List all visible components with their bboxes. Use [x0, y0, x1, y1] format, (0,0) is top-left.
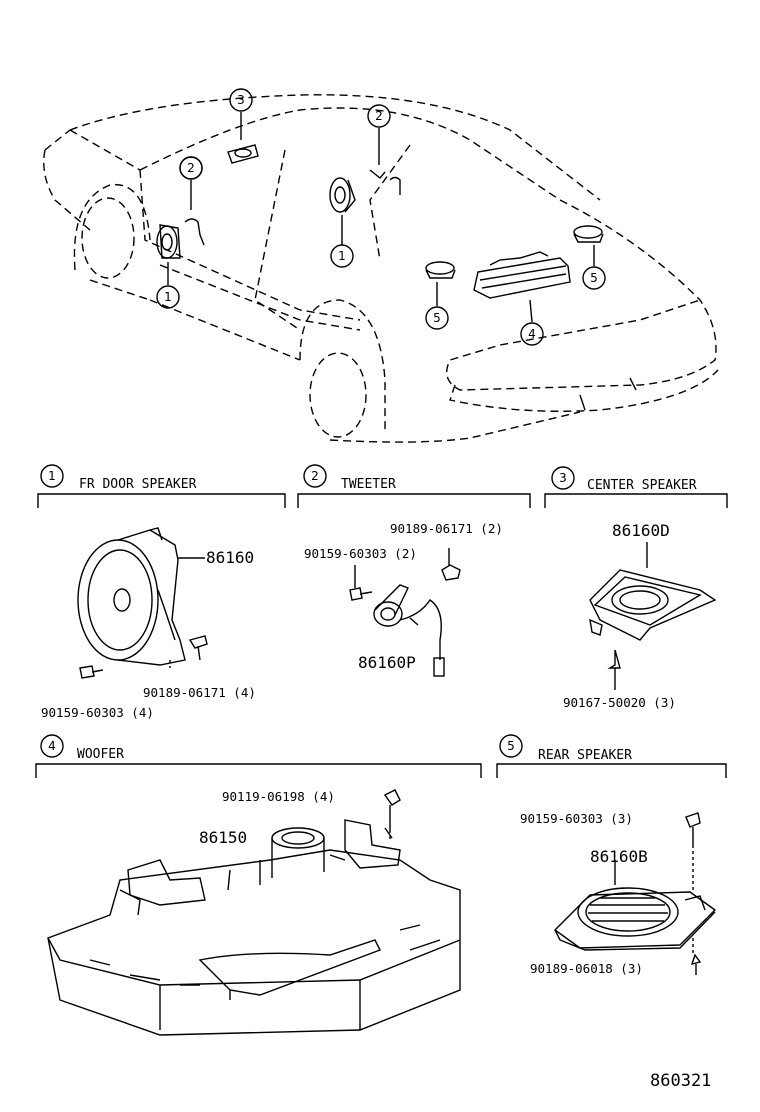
part-86160: 86160 — [206, 548, 254, 567]
woofer-drawing — [47, 789, 461, 1036]
tweeter-drawing — [349, 548, 461, 677]
part-90159-60303-2: 90159-60303 (2) — [304, 546, 417, 561]
section-1-number: 1 — [48, 469, 56, 483]
callout-5-right: 5 — [590, 271, 598, 285]
car-callouts — [156, 88, 606, 346]
section-headers — [35, 464, 728, 778]
part-90119-06198-4: 90119-06198 (4) — [222, 789, 335, 804]
part-86150: 86150 — [199, 828, 247, 847]
part-90189-06171-4: 90189-06171 (4) — [143, 685, 256, 700]
callout-5-left: 5 — [433, 311, 441, 325]
callout-2-right: 2 — [375, 109, 383, 123]
callout-4: 4 — [528, 327, 536, 341]
part-86160P: 86160P — [358, 653, 416, 672]
section-2-title: TWEETER — [341, 477, 396, 492]
car-overview — [43, 94, 719, 443]
section-1-title: FR DOOR SPEAKER — [79, 477, 197, 492]
part-90159-60303-4: 90159-60303 (4) — [41, 705, 154, 720]
part-90167-50020-3: 90167-50020 (3) — [563, 695, 676, 710]
callout-2-left: 2 — [187, 161, 195, 175]
callout-1-right: 1 — [338, 249, 346, 263]
part-90189-06018-3: 90189-06018 (3) — [530, 961, 643, 976]
callout-3: 3 — [237, 93, 245, 107]
part-90189-06171-2: 90189-06171 (2) — [390, 521, 503, 536]
rear-speaker-drawing — [553, 812, 717, 975]
fr-door-speaker-drawing — [77, 527, 208, 679]
section-2-number: 2 — [311, 469, 319, 483]
section-4-title: WOOFER — [77, 747, 124, 762]
section-5-number: 5 — [507, 739, 515, 753]
part-86160B: 86160B — [590, 847, 648, 866]
callout-1-left: 1 — [164, 290, 172, 304]
section-4-number: 4 — [48, 739, 56, 753]
section-3-number: 3 — [559, 471, 567, 485]
part-86160D: 86160D — [612, 521, 670, 540]
section-5-title: REAR SPEAKER — [538, 748, 632, 763]
diagram-id: 860321 — [650, 1071, 711, 1091]
center-speaker-drawing — [589, 542, 717, 690]
part-90159-60303-3: 90159-60303 (3) — [520, 811, 633, 826]
section-3-title: CENTER SPEAKER — [587, 478, 697, 493]
